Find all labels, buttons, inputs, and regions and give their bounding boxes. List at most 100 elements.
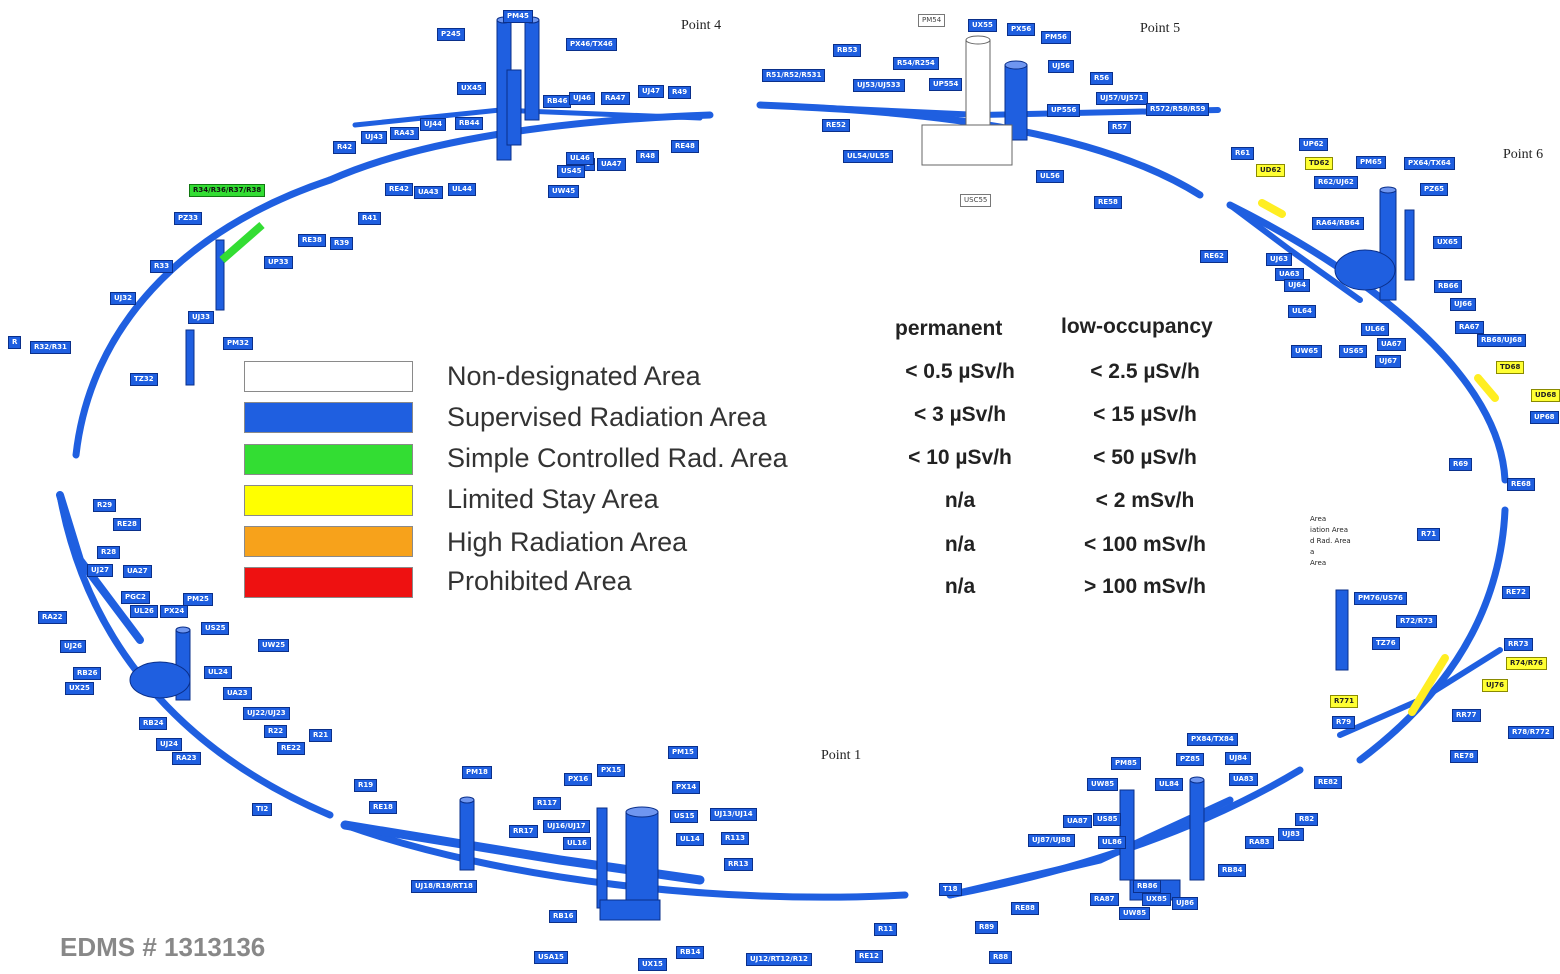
location-tag: RE28: [113, 518, 141, 531]
location-tag: R78/R772: [1508, 726, 1554, 739]
location-tag: RB68/UJ68: [1477, 334, 1527, 347]
location-tag: UP33: [264, 256, 293, 269]
location-tag: UW45: [548, 185, 580, 198]
location-tag: R33: [150, 260, 174, 273]
legend-label-high-radiation: High Radiation Area: [447, 527, 688, 557]
location-tag: USC55: [960, 194, 992, 207]
location-tag: UX25: [65, 682, 94, 695]
location-tag: R69: [1449, 458, 1473, 471]
location-tag: UJ16/UJ17: [543, 820, 590, 833]
location-tag: UA83: [1229, 773, 1258, 786]
location-tag: R79: [1332, 716, 1356, 729]
location-tag: UJ18/R18/RT18: [411, 880, 477, 893]
location-tag: PM25: [183, 593, 213, 606]
legend-swatch-high-radiation: [244, 526, 413, 557]
location-tag: RE62: [1200, 250, 1228, 263]
location-tag: R28: [97, 546, 121, 559]
low-occupancy-value: < 2 mSv/h: [1095, 489, 1195, 512]
location-tag: UL84: [1155, 778, 1183, 791]
location-tag: UJ83: [1278, 828, 1305, 841]
location-tag: PM76/US76: [1354, 592, 1407, 605]
location-tag: UJ44: [420, 118, 447, 131]
tunnel-arc-sector-78: [1356, 506, 1509, 764]
point-5-label: Point 5: [1140, 21, 1181, 36]
location-tag: RB24: [139, 717, 168, 730]
column-header-permanent: permanent: [895, 317, 1003, 340]
location-tag: R21: [309, 729, 333, 742]
location-tag: UJ76: [1482, 679, 1509, 692]
location-tag: RB14: [676, 946, 705, 959]
location-tag: R54/R254: [893, 57, 939, 70]
location-tag: UX15: [638, 958, 667, 971]
location-tag: PX24: [160, 605, 189, 618]
location-tag: UW65: [1291, 345, 1323, 358]
location-tag: RE78: [1450, 750, 1478, 763]
location-tag: R72/R73: [1396, 615, 1437, 628]
legend-swatch-simple-controlled: [244, 444, 413, 475]
legend-fragment-line: d Rad. Area: [1310, 537, 1351, 545]
low-occupancy-value: < 2.5 µSv/h: [1090, 360, 1200, 383]
location-tag: TZ76: [1372, 637, 1400, 650]
permanent-value: n/a: [944, 575, 976, 598]
location-tag: PX56: [1007, 23, 1036, 36]
location-tag: UD68: [1531, 389, 1560, 402]
location-tag: UL16: [563, 837, 591, 850]
location-tag: UJ46: [569, 92, 596, 105]
location-tag: RA67: [1455, 321, 1484, 334]
location-tag: PGC2: [121, 591, 150, 604]
location-tag: UJ22/UJ23: [243, 707, 290, 720]
location-tag: UJ43: [361, 131, 388, 144]
permanent-value: n/a: [944, 533, 976, 556]
legend-label-non-designated: Non-designated Area: [447, 361, 701, 391]
location-tag: UL56: [1036, 170, 1064, 183]
low-occupancy-value: < 15 µSv/h: [1093, 403, 1197, 426]
tunnel-arc-sector-67: [1226, 201, 1509, 484]
location-tag: PM85: [1111, 757, 1141, 770]
location-tag: UD62: [1256, 164, 1286, 177]
location-tag: RB66: [1434, 280, 1463, 293]
location-tag: UJ13/UJ14: [710, 808, 757, 821]
location-tag: RB46: [543, 95, 572, 108]
location-tag: RB44: [455, 117, 484, 130]
location-tag: R62/UJ62: [1314, 176, 1358, 189]
location-tag: RR17: [509, 825, 538, 838]
location-tag: RE42: [385, 183, 413, 196]
location-tag: UW85: [1087, 778, 1119, 791]
location-tag: RE88: [1011, 902, 1039, 915]
location-tag: US25: [201, 622, 230, 635]
location-tag: UJ53/UJ533: [853, 79, 905, 92]
location-tag: UJ33: [188, 311, 215, 324]
location-tag: P245: [437, 28, 465, 41]
location-tag: UP554: [929, 78, 963, 91]
location-tag: R117: [533, 797, 562, 810]
location-tag: R29: [93, 499, 117, 512]
location-tag: RA64/RB64: [1312, 217, 1364, 230]
location-tag: RE72: [1502, 586, 1530, 599]
location-tag: TZ32: [130, 373, 158, 386]
location-tag: RB16: [549, 910, 578, 923]
legend-swatch-limited-stay: [244, 485, 413, 516]
location-tag: R42: [333, 141, 357, 154]
location-tag: PM32: [223, 337, 253, 350]
location-tag: UP62: [1299, 138, 1328, 151]
location-tag: R82: [1295, 813, 1319, 826]
location-tag: PX15: [597, 764, 626, 777]
location-tag: R74/R76: [1506, 657, 1547, 670]
legend-fragment: Area iation Area d Rad. Area a Area: [1310, 514, 1351, 569]
location-tag: PM45: [503, 10, 533, 23]
location-tag: UA47: [597, 158, 626, 171]
location-tag: RE52: [822, 119, 850, 132]
location-tag: R89: [975, 921, 999, 934]
location-tag: UJ63: [1266, 253, 1293, 266]
location-tag: RB84: [1218, 864, 1247, 877]
location-tag: RE38: [298, 234, 326, 247]
location-tag: UX65: [1433, 236, 1462, 249]
location-tag: UA23: [223, 687, 252, 700]
location-tag: PM65: [1356, 156, 1386, 169]
location-tag: UL26: [130, 605, 158, 618]
legend-swatch-non-designated: [244, 361, 413, 392]
location-tag: R71: [1417, 528, 1441, 541]
legend-label-supervised: Supervised Radiation Area: [447, 402, 767, 432]
location-tag: R61: [1231, 147, 1255, 160]
location-tag: RE68: [1507, 478, 1535, 491]
